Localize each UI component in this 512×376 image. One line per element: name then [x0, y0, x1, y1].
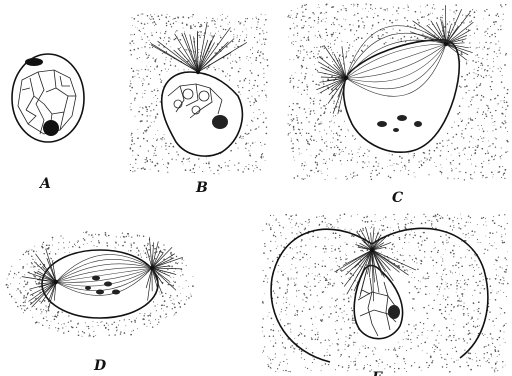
panel-e-nucleus-membrane	[354, 266, 402, 339]
panel-a-centrosome	[25, 58, 43, 66]
panel-b-aster	[151, 22, 247, 74]
panel-a-cell: A	[12, 54, 84, 192]
panel-d-cell: D	[6, 231, 194, 374]
panel-d-label: D	[93, 358, 107, 374]
panel-c-cell: C	[287, 3, 508, 206]
panel-b-chromatin	[212, 115, 228, 129]
panel-e-cell: E	[262, 213, 509, 376]
panel-b-label: B	[195, 180, 208, 196]
panel-c-nucleus-membrane	[344, 40, 460, 152]
panel-a-nucleolus	[43, 120, 59, 136]
panel-e-chromatin	[388, 305, 400, 319]
panel-c-label: C	[392, 190, 403, 206]
panel-c-aster-left	[316, 45, 348, 114]
panel-e-label: E	[371, 370, 383, 376]
panel-a-label: A	[38, 176, 51, 192]
panel-b-cell: B	[129, 13, 268, 196]
panel-b-nucleus-membrane	[162, 72, 243, 156]
